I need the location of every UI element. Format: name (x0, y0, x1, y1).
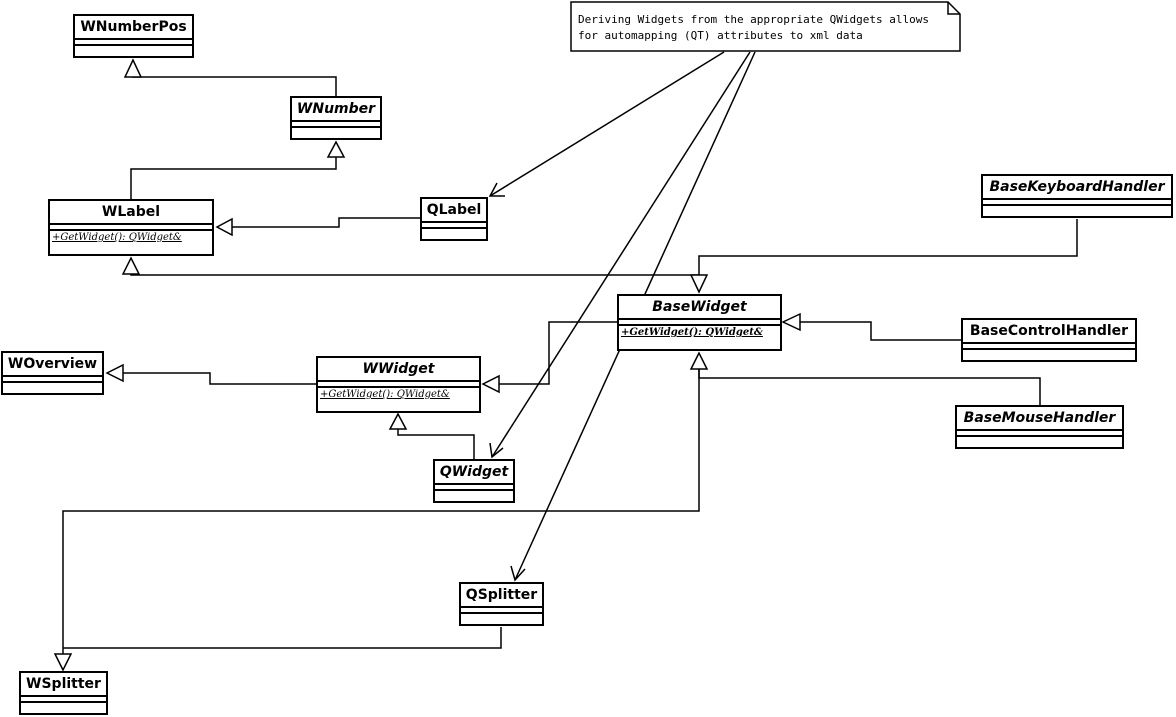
generalization-controlhandler-basewidget (800, 321, 961, 341)
class-basemousehandler[interactable]: BaseMouseHandler (955, 405, 1124, 449)
attributes-compartment (50, 225, 212, 231)
class-name: QLabel (422, 199, 486, 223)
triangle-head-basewidget-top (689, 274, 709, 294)
note-dog-ear (947, 2, 960, 15)
class-qlabel[interactable]: QLabel (420, 197, 488, 241)
class-qwidget[interactable]: QWidget (433, 459, 515, 503)
note: Deriving Widgets from the appropriate QW… (571, 2, 960, 51)
class-name: WOverview (3, 353, 102, 377)
attributes-compartment (3, 377, 102, 383)
operation-getwidget: +GetWidget(): QWidget& (621, 327, 763, 338)
triangle-head-wnumber (326, 140, 346, 158)
class-name: BaseMouseHandler (957, 407, 1122, 431)
class-woverview[interactable]: WOverview (1, 351, 104, 395)
triangle-head-woverview (105, 363, 124, 383)
generalization-basewidget-keyboard (698, 219, 1078, 275)
operations-compartment (21, 703, 106, 707)
generalization-wwidget-woverview (123, 372, 316, 385)
triangle-head-wlabel-right (215, 217, 233, 237)
arrow-head-qlabel (488, 182, 505, 197)
operations-compartment (957, 437, 1122, 441)
attributes-compartment (957, 431, 1122, 437)
triangle-head-wwidget-right (481, 374, 500, 394)
attributes-compartment (422, 223, 486, 229)
triangle-head-wsplitter (53, 653, 73, 672)
note-line-2: for automapping (QT) attributes to xml d… (578, 29, 863, 42)
operations-compartment (3, 383, 102, 387)
class-basekeyboardhandler[interactable]: BaseKeyboardHandler (981, 174, 1173, 218)
generalization-wsplitter-basewidget (62, 369, 700, 654)
triangle-head-wlabel-bottom (121, 256, 141, 275)
attributes-compartment (21, 697, 106, 703)
generalization-mouse-basewidget (698, 369, 1041, 405)
class-name: QSplitter (461, 584, 542, 608)
operations-compartment (963, 350, 1135, 354)
class-name: WWidget (318, 358, 479, 382)
class-name: WSplitter (21, 673, 106, 697)
attributes-compartment (318, 382, 479, 388)
arrow-head-qsplitter (510, 565, 526, 582)
operations-compartment (75, 46, 192, 50)
operations-compartment (983, 206, 1171, 210)
triangle-head-basewidget-bottom (689, 351, 709, 370)
operations-compartment (461, 614, 542, 618)
generalization-qsplitter-wsplitter (63, 627, 502, 649)
class-wwidget[interactable]: WWidget +GetWidget(): QWidget& (316, 356, 481, 413)
class-qsplitter[interactable]: QSplitter (459, 582, 544, 626)
generalization-wnumber-wnumberpos (132, 72, 337, 96)
note-line-1: Deriving Widgets from the appropriate QW… (578, 13, 929, 26)
attributes-compartment (963, 344, 1135, 350)
generalization-qwidget-wwidget (397, 429, 475, 459)
class-name: WNumber (292, 98, 380, 122)
attributes-compartment (292, 122, 380, 128)
note-arrow-qlabel (489, 51, 725, 197)
attributes-compartment (435, 485, 513, 491)
note-arrow-qwidget (491, 51, 751, 458)
operation-getwidget: +GetWidget(): QWidget& (320, 389, 450, 400)
class-basewidget[interactable]: BaseWidget +GetWidget(): QWidget& (617, 294, 782, 351)
attributes-compartment (983, 200, 1171, 206)
class-name: WNumberPos (75, 16, 192, 40)
triangle-head-wwidget-bottom (388, 412, 408, 430)
attributes-compartment (619, 320, 780, 326)
attributes-compartment (75, 40, 192, 46)
class-name: BaseWidget (619, 296, 780, 320)
generalization-qlabel-wlabel (232, 217, 420, 228)
class-basecontrolhandler[interactable]: BaseControlHandler (961, 318, 1137, 362)
operation-getwidget: +GetWidget(): QWidget& (52, 232, 182, 243)
class-wsplitter[interactable]: WSplitter (19, 671, 108, 715)
class-name: QWidget (435, 461, 513, 485)
class-wnumber[interactable]: WNumber (290, 96, 382, 140)
generalization-basewidget-wlabel (130, 274, 700, 292)
class-wnumberpos[interactable]: WNumberPos (73, 14, 194, 58)
generalization-wlabel-wnumber (130, 157, 337, 199)
note-shape (570, 1, 961, 52)
generalization-basewidget-wwidget (499, 321, 617, 385)
operations-compartment (435, 491, 513, 495)
triangle-head-basewidget-right (781, 312, 801, 332)
operations-compartment (422, 229, 486, 233)
class-wlabel[interactable]: WLabel +GetWidget(): QWidget& (48, 199, 214, 256)
attributes-compartment (461, 608, 542, 614)
class-name: WLabel (50, 201, 212, 225)
operations-compartment (292, 128, 380, 132)
class-name: BaseControlHandler (963, 320, 1135, 344)
arrow-head-qwidget (489, 442, 504, 459)
class-name: BaseKeyboardHandler (983, 176, 1171, 200)
triangle-head-wnumberpos (123, 58, 143, 78)
